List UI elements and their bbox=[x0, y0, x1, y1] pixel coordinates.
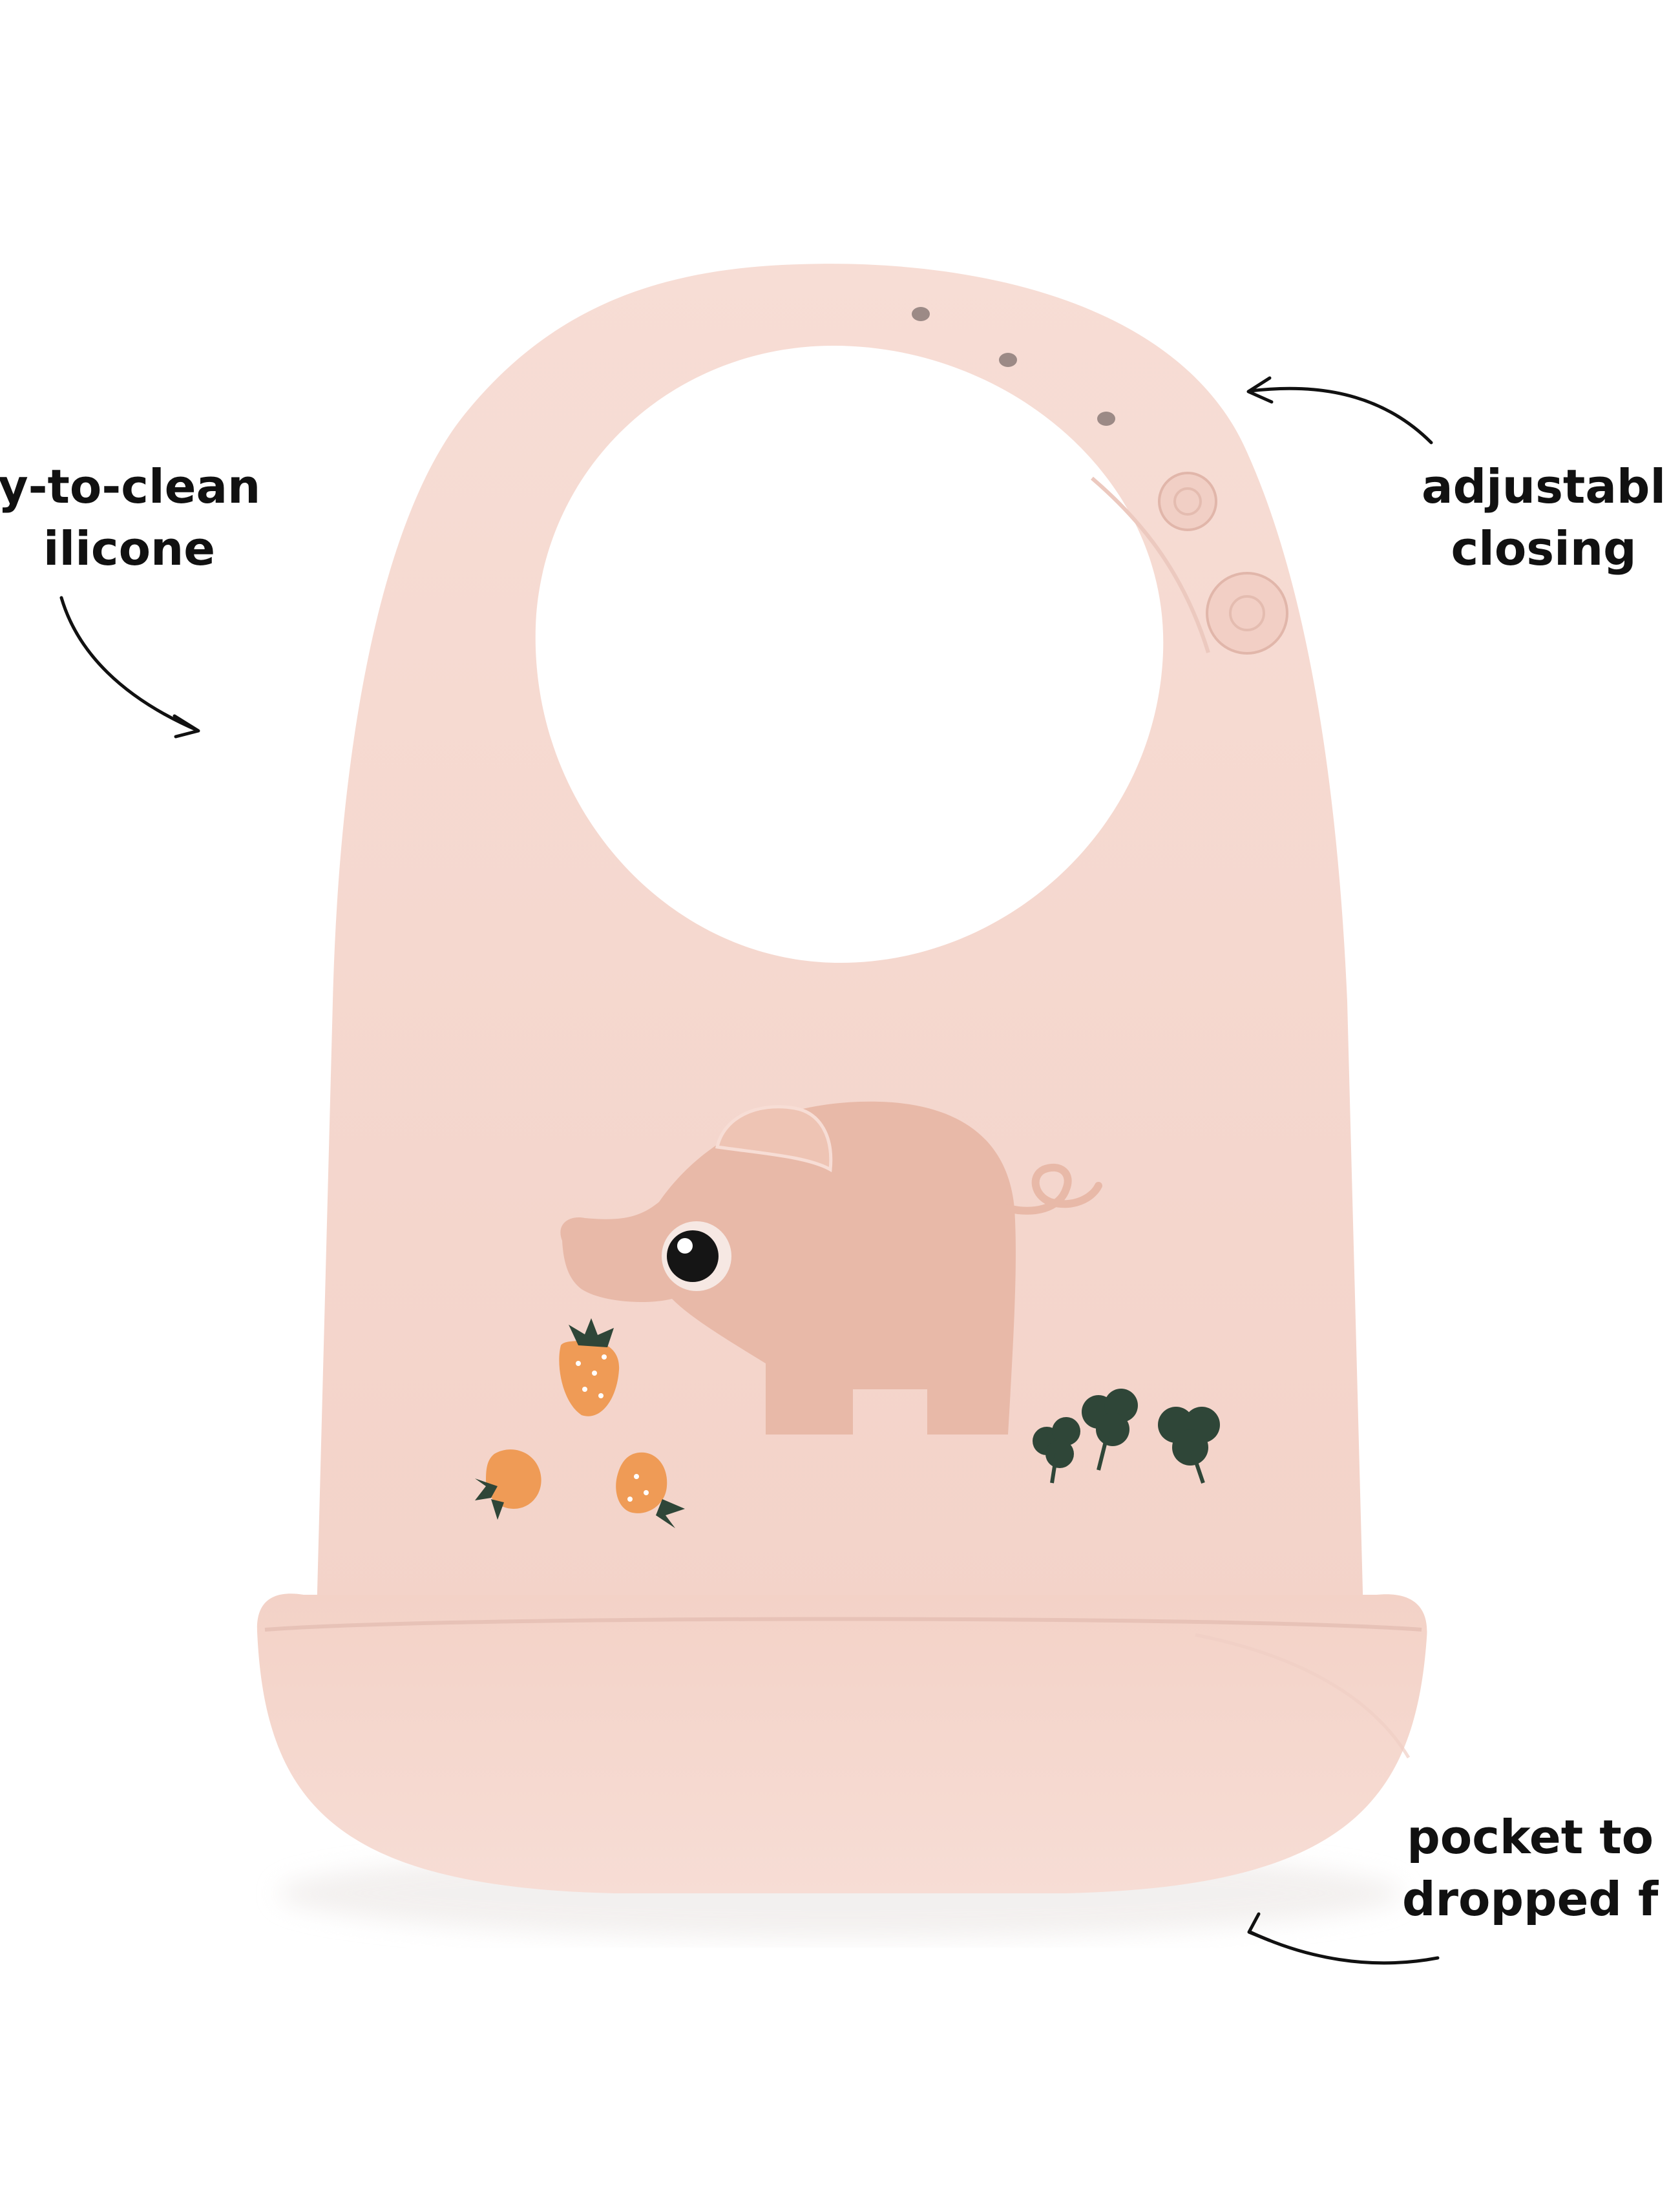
callout-line: ilicone bbox=[43, 521, 216, 576]
strap-edge bbox=[1091, 476, 1210, 653]
adjustable-closing-callout: adjustabl closing bbox=[1422, 456, 1666, 580]
pocket-rim bbox=[264, 1617, 1422, 1632]
strawberry-icon bbox=[475, 1449, 541, 1520]
callout-line: adjustabl bbox=[1422, 459, 1666, 514]
arrow-icon bbox=[1246, 376, 1433, 445]
arrow-icon bbox=[1247, 1912, 1440, 1965]
clover-icon bbox=[1033, 1389, 1220, 1484]
strap-holes bbox=[912, 307, 1115, 426]
pig-illustration bbox=[560, 1101, 1102, 1435]
easy-clean-callout: y-to-clean ilicone bbox=[0, 456, 297, 580]
pocket-callout: pocket to dropped f bbox=[1402, 1806, 1658, 1930]
arrow-icon bbox=[59, 596, 200, 739]
callout-line: pocket to bbox=[1407, 1810, 1654, 1864]
strawberry-icon bbox=[616, 1452, 685, 1528]
callout-line: closing bbox=[1451, 521, 1637, 576]
strawberry-icon bbox=[559, 1318, 620, 1416]
callout-line: dropped f bbox=[1402, 1872, 1659, 1926]
bib-pocket bbox=[257, 1593, 1427, 1893]
callout-line: y-to-clean bbox=[0, 459, 261, 514]
snap-button-icon bbox=[1158, 472, 1288, 655]
